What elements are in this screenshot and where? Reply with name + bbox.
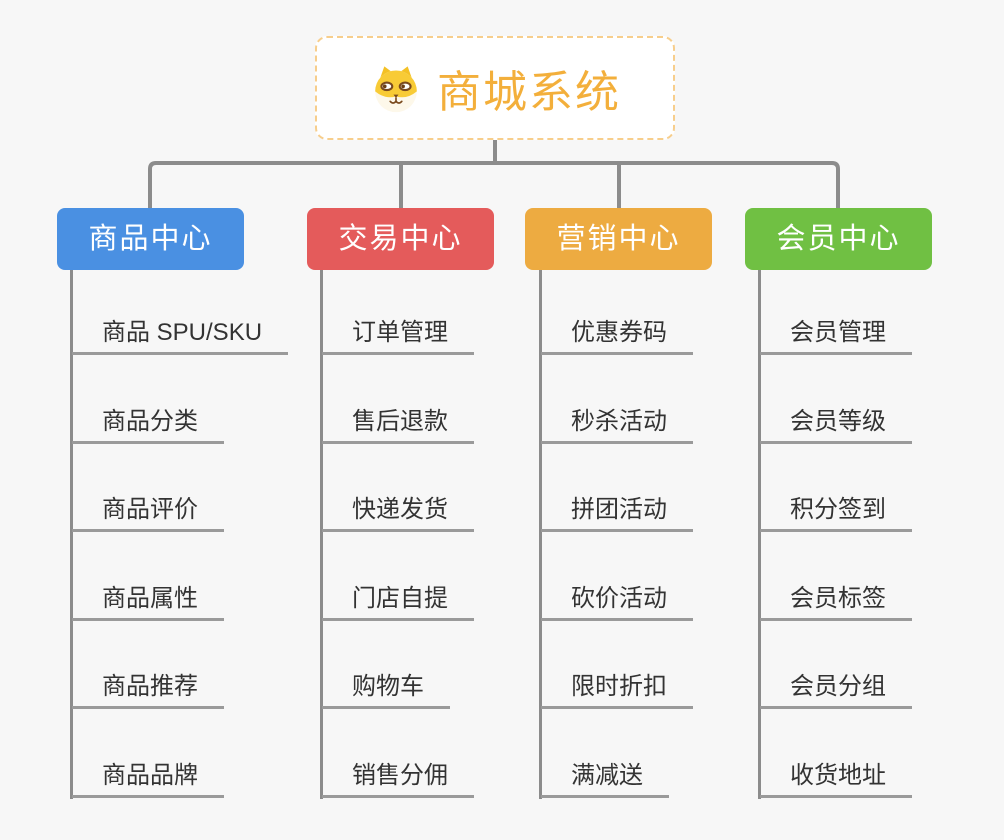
branch-spine-line [539, 270, 542, 799]
shiba-dog-icon [369, 63, 423, 113]
mindmap-node[interactable]: 商品推荐 [72, 671, 224, 709]
mindmap-node[interactable]: 商品属性 [72, 583, 224, 621]
mindmap-node[interactable]: 砍价活动 [541, 583, 693, 621]
root-node[interactable]: 商城系统 [315, 36, 675, 140]
mindmap-node[interactable]: 优惠券码 [541, 317, 693, 355]
branch-spine-line [70, 270, 73, 799]
mindmap-node[interactable]: 商品品牌 [72, 760, 224, 798]
branch-trade-center[interactable]: 交易中心 [307, 208, 494, 270]
mindmap-node[interactable]: 会员标签 [760, 583, 912, 621]
mindmap-node[interactable]: 商品评价 [72, 494, 224, 532]
mindmap-node[interactable]: 拼团活动 [541, 494, 693, 532]
mindmap-node[interactable]: 收货地址 [760, 760, 912, 798]
branch-marketing-center[interactable]: 营销中心 [525, 208, 712, 270]
mindmap-node[interactable]: 商品分类 [72, 406, 224, 444]
mindmap-node[interactable]: 秒杀活动 [541, 406, 693, 444]
branch-spine-line [320, 270, 323, 799]
branch-spine-line [758, 270, 761, 799]
branch-member-center[interactable]: 会员中心 [745, 208, 932, 270]
branch-product-center[interactable]: 商品中心 [57, 208, 244, 270]
mindmap-node[interactable]: 售后退款 [322, 406, 474, 444]
mindmap-node[interactable]: 快递发货 [322, 494, 474, 532]
mindmap-node[interactable]: 订单管理 [322, 317, 474, 355]
mindmap-node[interactable]: 会员分组 [760, 671, 912, 709]
mindmap-node[interactable]: 满减送 [541, 760, 669, 798]
mindmap-node[interactable]: 购物车 [322, 671, 450, 709]
mindmap-node[interactable]: 限时折扣 [541, 671, 693, 709]
mindmap-node[interactable]: 门店自提 [322, 583, 474, 621]
mindmap-node[interactable]: 商品 SPU/SKU [72, 317, 289, 355]
mindmap-node[interactable]: 会员等级 [760, 406, 912, 444]
mindmap-node[interactable]: 积分签到 [760, 494, 912, 532]
mindmap-node[interactable]: 会员管理 [760, 317, 912, 355]
mindmap-node[interactable]: 销售分佣 [322, 760, 474, 798]
root-title: 商城系统 [437, 68, 621, 117]
